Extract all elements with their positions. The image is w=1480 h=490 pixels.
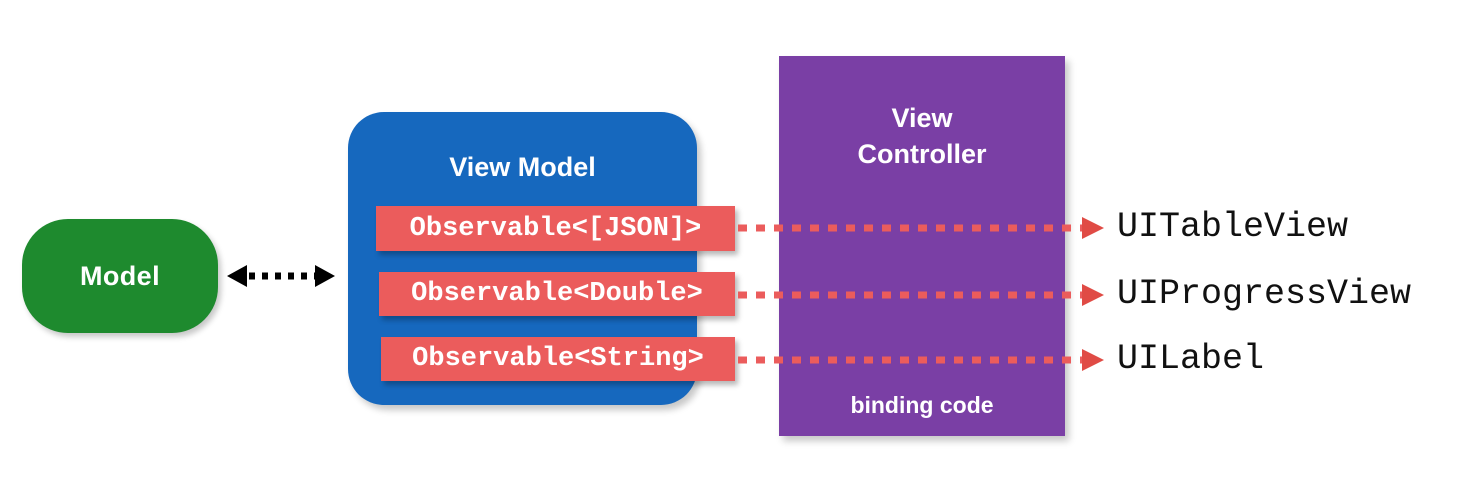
ui-component-progressview: UIProgressView bbox=[1117, 274, 1412, 314]
observable-chip-double[interactable]: Observable<Double> bbox=[379, 272, 735, 316]
model-viewmodel-connector bbox=[227, 258, 335, 294]
dashed-arrow-icon bbox=[738, 349, 1104, 371]
ui-component-uilabel: UILabel bbox=[1117, 339, 1265, 379]
binding-arrow-uilabel bbox=[738, 347, 1104, 373]
dashed-arrow-icon bbox=[738, 284, 1104, 306]
ui-component-tableview: UITableView bbox=[1117, 207, 1349, 247]
model-node-label: Model bbox=[80, 260, 160, 291]
view-controller-title-line1: View bbox=[891, 103, 953, 133]
dashed-arrow-icon bbox=[738, 217, 1104, 239]
view-controller-title: View Controller bbox=[779, 100, 1065, 172]
binding-code-label: binding code bbox=[850, 392, 994, 418]
observable-chip-json[interactable]: Observable<[JSON]> bbox=[376, 206, 735, 251]
observable-chip-string[interactable]: Observable<String> bbox=[381, 337, 735, 381]
model-node[interactable]: Model bbox=[22, 219, 218, 333]
binding-arrow-tableview bbox=[738, 215, 1104, 241]
dotted-double-arrow-icon bbox=[227, 265, 335, 287]
binding-arrow-progressview bbox=[738, 282, 1104, 308]
view-model-title: View Model bbox=[449, 152, 596, 182]
view-controller-node[interactable] bbox=[779, 56, 1065, 436]
view-controller-title-line2: Controller bbox=[857, 139, 987, 169]
